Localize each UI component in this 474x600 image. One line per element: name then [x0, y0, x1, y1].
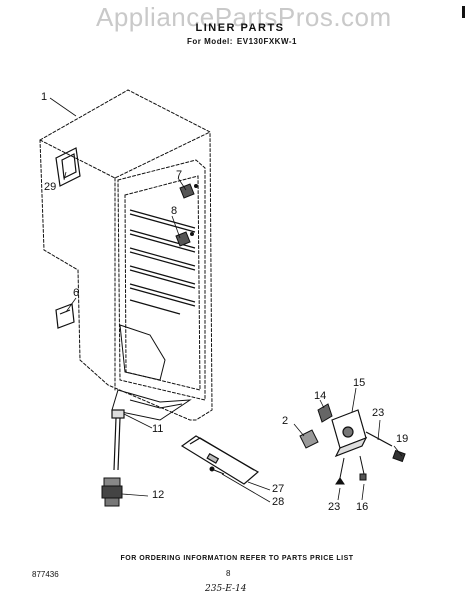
cabinet-shell-outline: [39, 89, 213, 421]
callout-15: 15: [353, 377, 366, 389]
drain-trap-12: [101, 477, 123, 507]
drain-fitting-11: [111, 409, 125, 471]
thermostat-knob-2: [299, 429, 319, 449]
shelf-clip-7: [179, 183, 198, 199]
callout-29: 29: [44, 181, 57, 193]
callout-14: 14: [314, 390, 327, 402]
liner-inner-outline: [117, 159, 206, 401]
hinge-bracket-29: [55, 147, 81, 187]
model-label: For Model:: [187, 37, 233, 46]
callout-2: 2: [282, 415, 289, 427]
capillary-23a: [365, 431, 393, 447]
callout-19: 19: [396, 433, 409, 445]
screw-28: [209, 466, 225, 475]
drain-trough-27: [180, 435, 260, 485]
thermostat-14: [317, 403, 333, 423]
callout-12: 12: [152, 489, 165, 501]
screw-23b: [335, 457, 345, 485]
model-value: EV130FXKW-1: [236, 37, 297, 46]
callout-7: 7: [176, 169, 183, 181]
diagram-title: LINER PARTS: [195, 22, 285, 34]
callout-8: 8: [171, 205, 178, 217]
watermark-logo: AppliancePartsPros.com: [96, 2, 392, 32]
handwritten-note: 235-E-14: [205, 584, 247, 594]
ordering-note: FOR ORDERING INFORMATION REFER TO PARTS …: [120, 555, 354, 562]
callout-6: 6: [73, 287, 80, 299]
leader-lines: [49, 97, 403, 503]
callout-27: 27: [272, 483, 285, 495]
shelf-rails: [129, 209, 196, 315]
callout-16: 16: [356, 501, 369, 513]
model-line: For Model:EV130FXKW-1: [140, 37, 340, 46]
callout-1: 1: [41, 91, 48, 103]
callout-28: 28: [272, 496, 285, 508]
control-box-15: [331, 409, 368, 458]
bulb-19: [392, 449, 406, 463]
callout-23-top: 23: [372, 407, 385, 419]
lower-compartment: [119, 324, 166, 381]
drain-pan: [111, 389, 192, 421]
callout-11: 11: [152, 423, 164, 435]
page-number: 8: [226, 569, 231, 578]
screw-16: [359, 455, 367, 481]
corner-mark: [462, 6, 465, 18]
callout-23-bottom: 23: [328, 501, 341, 513]
liner-back-wall: [124, 175, 201, 391]
document-number: 877436: [32, 570, 59, 579]
cam-bracket-6: [55, 303, 75, 329]
cabinet-top-back-edge: [39, 131, 211, 179]
